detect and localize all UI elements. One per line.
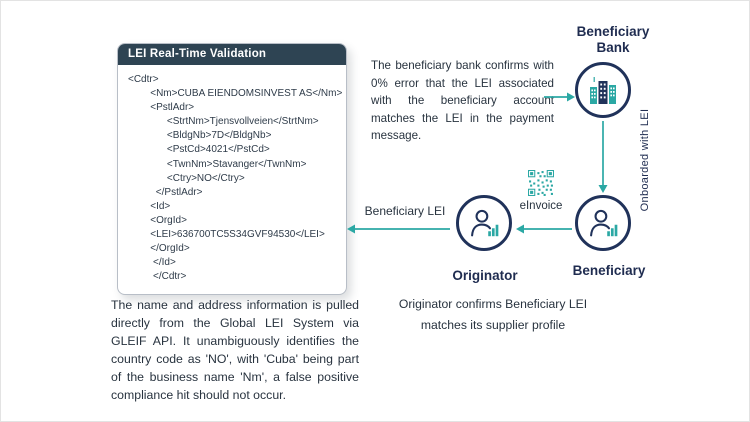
person-chart-icon <box>589 209 617 236</box>
code-line: </Id> <box>128 257 176 269</box>
arrow-originator-to-panel-icon <box>347 224 450 234</box>
code-line: <OrgId> <box>128 214 187 226</box>
code-line: <Cdtr> <box>128 74 159 85</box>
code-line: <Nm>CUBA EIENDOMSINVEST AS</Nm> <box>128 88 343 100</box>
code-line: </OrgId> <box>128 243 190 255</box>
beneficiary-label: Beneficiary <box>572 263 646 278</box>
code-block: <Cdtr> <Nm>CUBA EIENDOMSINVEST AS</Nm> <… <box>118 65 346 294</box>
code-line: <StrtNm>Tjensvollveien</StrtNm> <box>128 116 319 128</box>
code-line: <PstCd>4021</PstCd> <box>128 144 270 156</box>
code-line: <PstlAdr> <box>128 102 195 114</box>
code-line: </Cdtr> <box>128 271 187 283</box>
code-line: <BldgNb>7D</BldgNb> <box>128 130 272 142</box>
arrow-beneficiary-to-originator-icon <box>516 224 572 234</box>
beneficiary-node <box>575 195 631 251</box>
code-line: <LEI>636700TC5S34GVF94530</LEI> <box>128 229 325 241</box>
einvoice-qr-icon <box>528 170 554 196</box>
bank-confirmation-text: The beneficiary bank confirms with 0% er… <box>371 59 554 143</box>
einvoice-label: eInvoice <box>519 200 563 212</box>
beneficiary-bank-node <box>575 62 631 118</box>
beneficiary-lei-label: Beneficiary LEI <box>364 204 446 218</box>
beneficiary-bank-label: Beneficiary Bank <box>576 24 650 56</box>
validation-panel: LEI Real-Time Validation <Cdtr> <Nm>CUBA… <box>117 43 347 296</box>
code-line: <Ctry>NO</Ctry> <box>128 172 245 184</box>
code-line: <Id> <box>128 200 171 212</box>
originator-node <box>456 195 512 251</box>
panel-title: LEI Real-Time Validation <box>128 48 267 60</box>
validation-panel-header: LEI Real-Time Validation <box>118 44 346 65</box>
person-chart-icon <box>470 209 498 236</box>
originator-confirmation-text: Originator confirms Beneficiary LEI matc… <box>398 297 588 332</box>
gleif-explanation-text: The name and address information is pull… <box>111 298 359 402</box>
arrow-bank-to-beneficiary-icon <box>598 121 608 193</box>
onboarded-with-lei-label: Onboarded with LEI <box>639 108 651 212</box>
originator-label: Originator <box>452 268 518 283</box>
city-buildings-icon <box>590 76 616 104</box>
code-line: <TwnNm>Stavanger</TwnNm> <box>128 158 307 170</box>
code-line: </PstlAdr> <box>128 186 203 198</box>
